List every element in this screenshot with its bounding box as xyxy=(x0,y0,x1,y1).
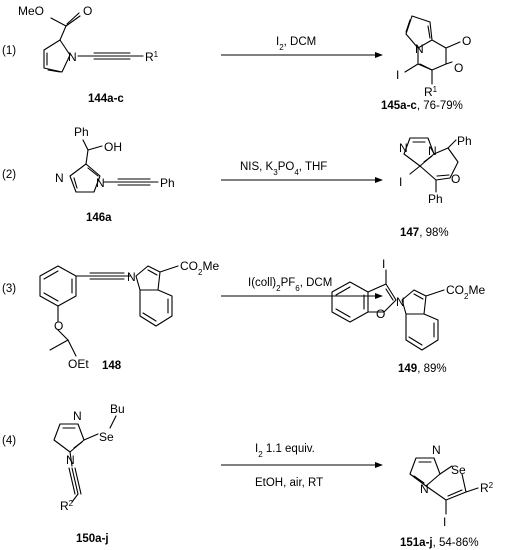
reactant-4-bu-label: Bu xyxy=(110,402,125,416)
ester-methoxy-label: MeO xyxy=(18,4,44,18)
product-3-o-label: O xyxy=(376,307,385,321)
reaction-3-conditions: I(coll)2PF6, DCM xyxy=(248,277,332,293)
product-4-n2-label: N xyxy=(420,482,429,496)
product-2-ph2-label: Ph xyxy=(428,192,443,206)
reaction-1-conditions: I2, DCM xyxy=(276,36,316,52)
compound-150a-j-label: 150a-j xyxy=(76,533,109,545)
compound-149-structure xyxy=(331,269,445,351)
indole-n-label: N xyxy=(127,270,136,284)
reaction-4: (4) N N Se Bu R2 150a-j I2 1.1 equiv. Et… xyxy=(2,402,494,549)
reaction-1-arrowhead xyxy=(375,52,383,58)
product-1-carbonyl-o: O xyxy=(462,34,471,48)
compound-151a-j-structure xyxy=(409,457,479,515)
product-3-co2me-label: CO2Me xyxy=(446,283,485,301)
compound-150a-j-structure xyxy=(53,415,117,503)
product-1-r1-label: R1 xyxy=(424,85,438,100)
compound-151a-j-caption: 151a-j, 54-86% xyxy=(400,537,479,549)
oet-label: OEt xyxy=(68,357,89,371)
reaction-4-number: (4) xyxy=(2,435,16,447)
compound-146a-label: 146a xyxy=(86,212,112,224)
product-3-iodine-label: I xyxy=(382,257,385,271)
reaction-3: (3) N CO2Me O xyxy=(2,257,485,375)
product-2-iodine-label: I xyxy=(399,175,402,189)
reaction-1-number: (1) xyxy=(2,45,16,57)
product-1-o-label: O xyxy=(454,61,463,75)
compound-144a-c-label: 144a-c xyxy=(88,93,124,105)
compound-148-label: 148 xyxy=(102,360,122,372)
ester-co2me-label: CO2Me xyxy=(180,259,219,277)
reaction-2-number: (2) xyxy=(2,169,16,181)
r1-label: R1 xyxy=(145,50,159,65)
compound-144a-c-structure xyxy=(43,12,144,73)
reaction-2-arrowhead xyxy=(375,177,383,183)
ph-label-1: Ph xyxy=(74,125,89,139)
product-2-o-label: O xyxy=(451,172,460,186)
reaction-2-conditions: NIS, K3PO4, THF xyxy=(240,161,327,177)
reactant-4-r2-label: R2 xyxy=(60,499,74,514)
pyrrole-n-label: N xyxy=(68,50,77,64)
ph-label-2: Ph xyxy=(160,176,175,190)
compound-147-structure xyxy=(403,137,459,193)
product-4-r2-label: R2 xyxy=(480,481,494,496)
carbonyl-o-label: O xyxy=(83,4,92,18)
imidazole-n2-label: N xyxy=(96,176,105,190)
compound-147-caption: 147, 98% xyxy=(400,227,449,239)
compound-145a-c-caption: 145a-c, 76-79% xyxy=(381,100,463,112)
reactant-4-se-label: Se xyxy=(99,430,114,444)
imidazole-n1-label: N xyxy=(55,171,64,185)
reaction-3-arrowhead xyxy=(375,293,383,299)
reactant-4-n2-label: N xyxy=(66,453,75,467)
reactant-4-n1-label: N xyxy=(73,409,82,423)
compound-149-caption: 149, 89% xyxy=(398,363,447,375)
product-4-n1-label: N xyxy=(432,443,441,457)
reaction-3-number: (3) xyxy=(2,283,16,295)
reaction-4-conditions-2: EtOH, air, RT xyxy=(255,477,323,489)
ether-o-label: O xyxy=(54,319,63,333)
reaction-4-conditions-1: I2 1.1 equiv. xyxy=(255,443,315,459)
reaction-2: (2) Ph OH N N Ph 146a NIS, K3PO4, THF xyxy=(2,125,472,239)
compound-146a-structure xyxy=(69,139,159,193)
product-2-n1-label: N xyxy=(428,144,437,158)
compound-145a-c-structure xyxy=(404,15,461,85)
reaction-1: (1) MeO O N R1 144a-c I2, DCM xyxy=(2,4,471,112)
product-2-ph1-label: Ph xyxy=(457,134,472,148)
product-2-n2-label: N xyxy=(399,141,408,155)
product-1-n-label: N xyxy=(415,42,424,56)
compound-148-structure xyxy=(39,265,179,357)
reaction-4-arrowhead xyxy=(375,462,383,468)
product-4-iodine-label: I xyxy=(443,515,446,529)
oh-label: OH xyxy=(104,140,122,154)
product-1-iodine-label: I xyxy=(396,68,399,82)
product-4-se-label: Se xyxy=(451,463,466,477)
product-3-n-label: N xyxy=(396,295,405,309)
